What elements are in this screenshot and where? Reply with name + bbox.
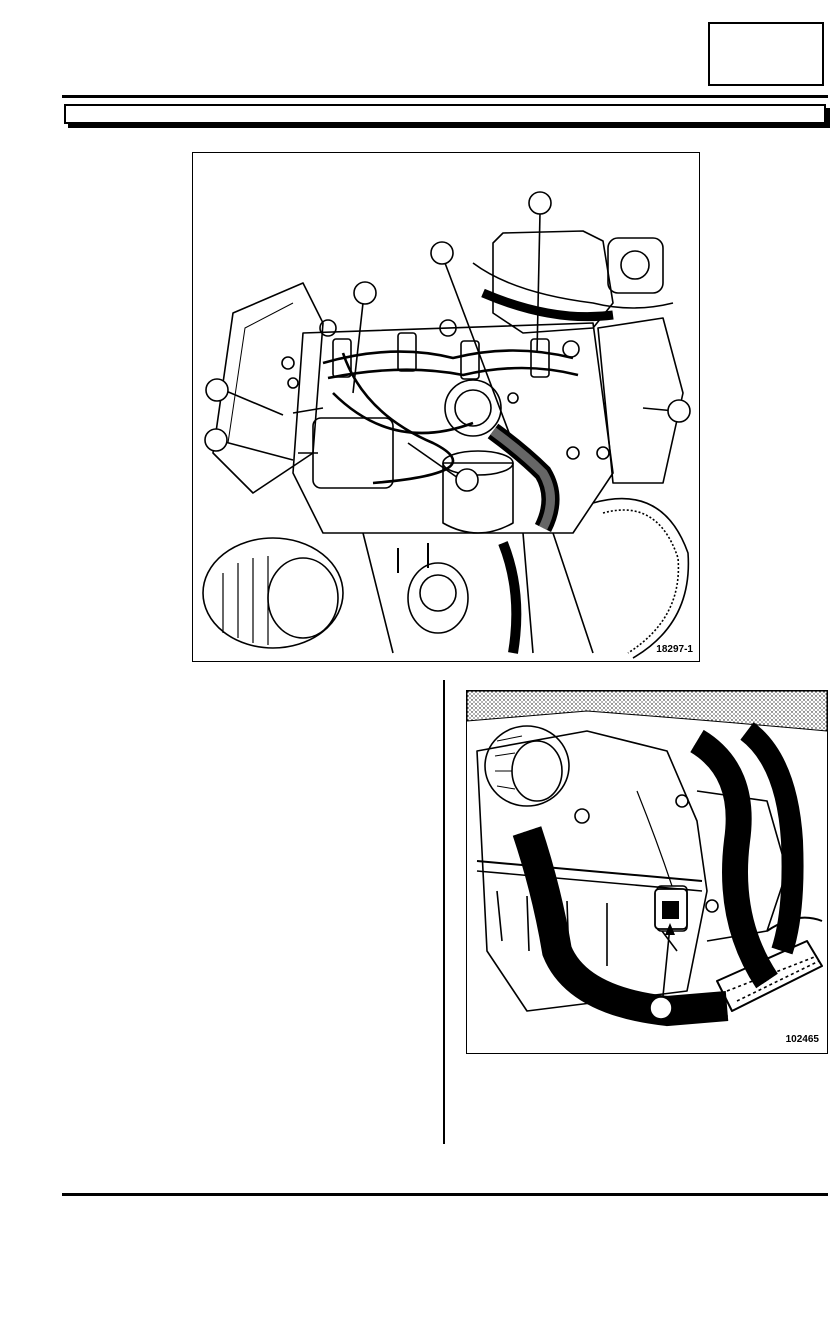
engine-illustration-icon (202, 191, 691, 659)
title-bar (64, 104, 826, 124)
sensor-illustration-icon (467, 691, 827, 1027)
header-rule (62, 95, 828, 98)
figure-reference-number: 102465 (785, 1034, 819, 1045)
engine-figure: 18297-1 (192, 152, 700, 662)
figure-reference-number: 18297-1 (656, 644, 693, 655)
chapter-tab-box (708, 22, 824, 86)
column-divider (443, 680, 445, 1144)
footer-rule (62, 1193, 828, 1196)
sensor-figure: 102465 (466, 690, 828, 1054)
